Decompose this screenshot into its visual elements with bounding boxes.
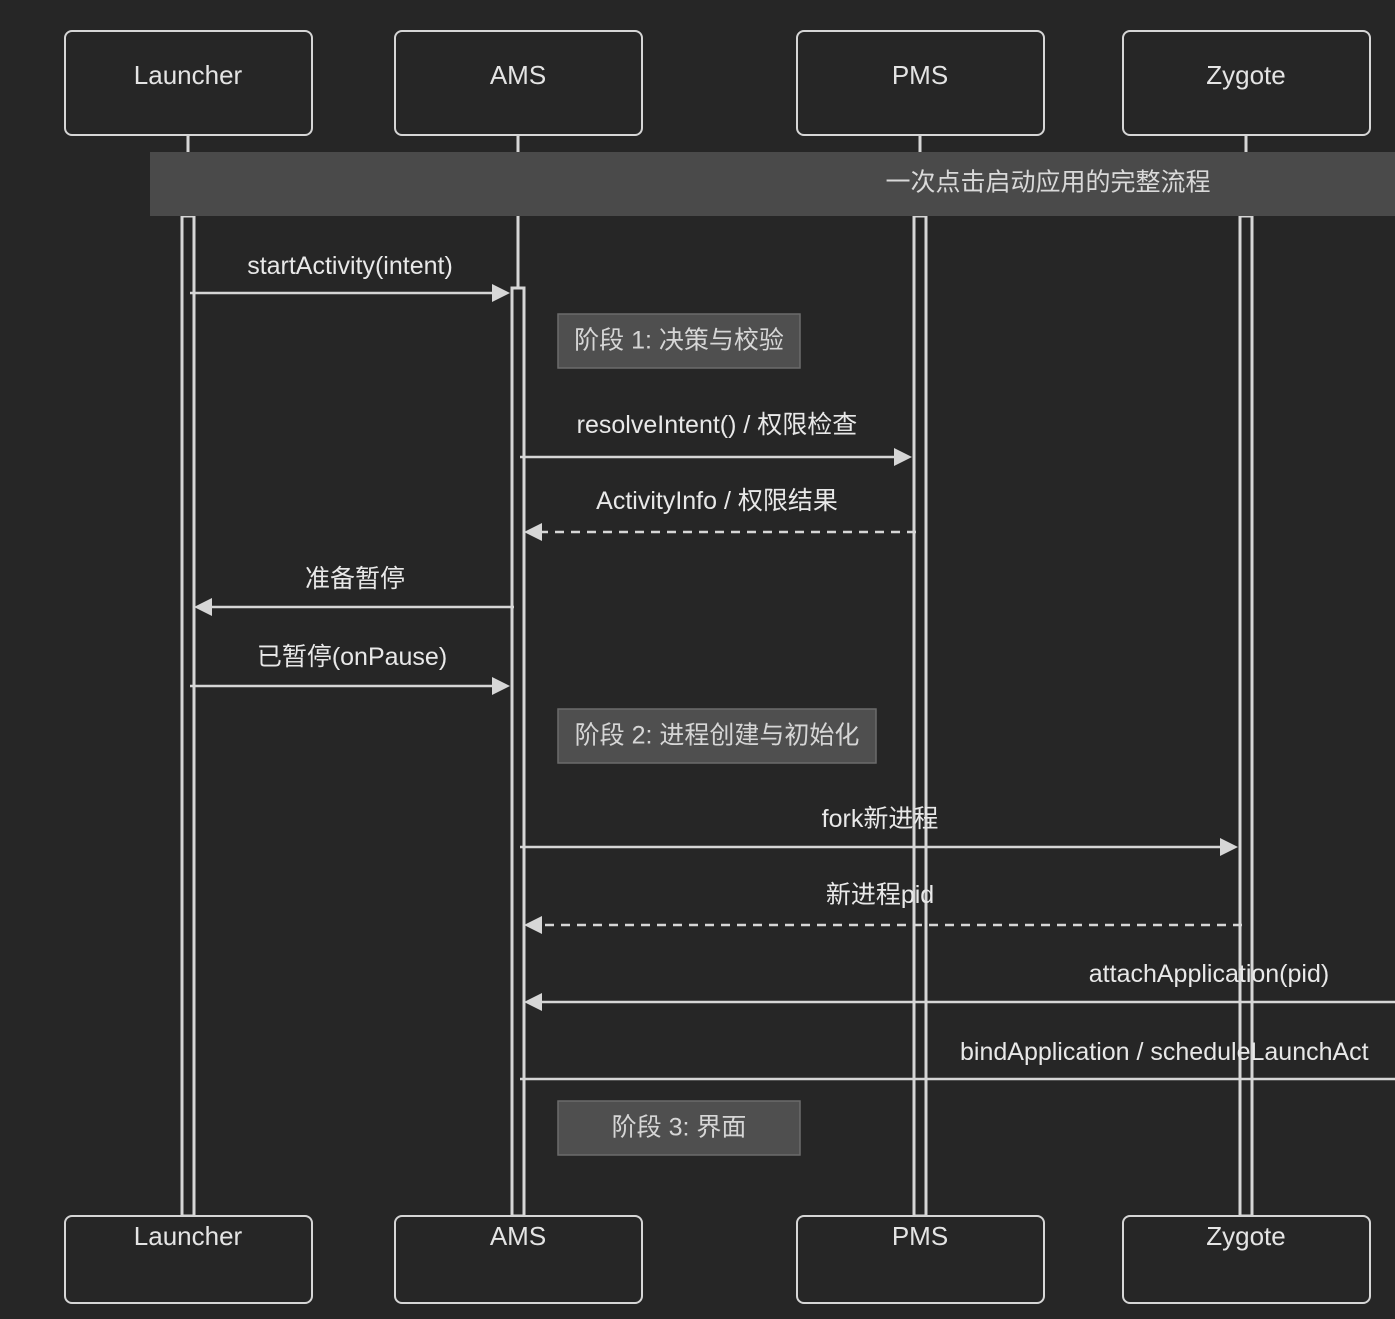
participant-label: AMS: [490, 60, 546, 90]
participant-label: Zygote: [1206, 60, 1286, 90]
arrowhead-right-icon: [1220, 838, 1238, 856]
message-label: fork新进程: [822, 805, 939, 833]
message-bindapplication: bindApplication / scheduleLaunchAct: [520, 1038, 1395, 1081]
message-fork-process: fork新进程: [520, 805, 1238, 856]
participants-top: Launcher AMS PMS Zygote: [64, 30, 1371, 136]
banner-background: [150, 152, 1395, 216]
participant-ams-top[interactable]: AMS: [394, 30, 643, 136]
participant-label: AMS: [490, 1221, 546, 1251]
arrowhead-right-icon: [492, 284, 510, 302]
arrowhead-right-icon: [492, 677, 510, 695]
banner-label: 一次点击启动应用的完整流程: [885, 169, 1210, 197]
participant-zygote-bottom[interactable]: Zygote: [1122, 1215, 1371, 1304]
message-paused-onpause: 已暂停(onPause): [190, 643, 510, 695]
note-background: [557, 1100, 801, 1156]
diagram-banner: 一次点击启动应用的完整流程: [150, 152, 1395, 216]
message-label: 已暂停(onPause): [257, 643, 447, 671]
participant-box[interactable]: [796, 30, 1045, 136]
participant-box[interactable]: [796, 1215, 1045, 1304]
note-phase-3: 阶段 3: 界面: [557, 1100, 801, 1156]
participant-label: Zygote: [1206, 1221, 1286, 1251]
participant-box[interactable]: [64, 1215, 313, 1304]
message-label: bindApplication / scheduleLaunchAct: [960, 1038, 1369, 1066]
participant-ams-bottom[interactable]: AMS: [394, 1215, 643, 1304]
arrowhead-left-icon: [524, 523, 542, 541]
message-label: ActivityInfo / 权限结果: [596, 487, 838, 515]
participant-box[interactable]: [64, 30, 313, 136]
message-new-process-pid: 新进程pid: [524, 881, 1242, 934]
participant-box[interactable]: [1122, 30, 1371, 136]
arrowhead-left-icon: [524, 916, 542, 934]
activation-bar-ams: [510, 286, 526, 1218]
participant-launcher-top[interactable]: Launcher: [64, 30, 313, 136]
message-label: 新进程pid: [826, 881, 934, 909]
message-activityinfo: ActivityInfo / 权限结果: [524, 487, 916, 541]
message-attachapplication: attachApplication(pid): [524, 960, 1395, 1011]
participant-label: PMS: [892, 60, 948, 90]
message-label: 准备暂停: [305, 565, 405, 593]
participant-box[interactable]: [1122, 1215, 1371, 1304]
participant-pms-bottom[interactable]: PMS: [796, 1215, 1045, 1304]
message-prepare-pause: 准备暂停: [194, 565, 514, 616]
participant-box[interactable]: [394, 30, 643, 136]
note-label: 阶段 3: 界面: [612, 1114, 747, 1142]
message-label: resolveIntent() / 权限检查: [577, 411, 858, 439]
message-label: startActivity(intent): [247, 252, 453, 280]
participant-zygote-top[interactable]: Zygote: [1122, 30, 1371, 136]
participant-label: Launcher: [134, 60, 243, 90]
message-label: attachApplication(pid): [1089, 960, 1329, 988]
message-startactivity: startActivity(intent): [190, 252, 510, 302]
participant-pms-top[interactable]: PMS: [796, 30, 1045, 136]
note-label: 阶段 1: 决策与校验: [574, 327, 784, 355]
note-label: 阶段 2: 进程创建与初始化: [575, 722, 860, 750]
arrowhead-left-icon: [194, 598, 212, 616]
participants-bottom: Launcher AMS PMS Zygote: [64, 1215, 1371, 1304]
note-background: [557, 313, 801, 369]
note-phase-2: 阶段 2: 进程创建与初始化: [557, 708, 877, 764]
activation-bar-pms: [912, 214, 928, 1218]
participant-launcher-bottom[interactable]: Launcher: [64, 1215, 313, 1304]
participant-label: PMS: [892, 1221, 948, 1251]
note-background: [557, 708, 877, 764]
activation-bar-launcher: [180, 214, 196, 1218]
message-resolveintent: resolveIntent() / 权限检查: [520, 411, 912, 466]
arrowhead-right-icon: [894, 448, 912, 466]
participant-box[interactable]: [394, 1215, 643, 1304]
activation-bar-zygote: [1238, 214, 1254, 1218]
participant-label: Launcher: [134, 1221, 243, 1251]
arrowhead-left-icon: [524, 993, 542, 1011]
note-phase-1: 阶段 1: 决策与校验: [557, 313, 801, 369]
